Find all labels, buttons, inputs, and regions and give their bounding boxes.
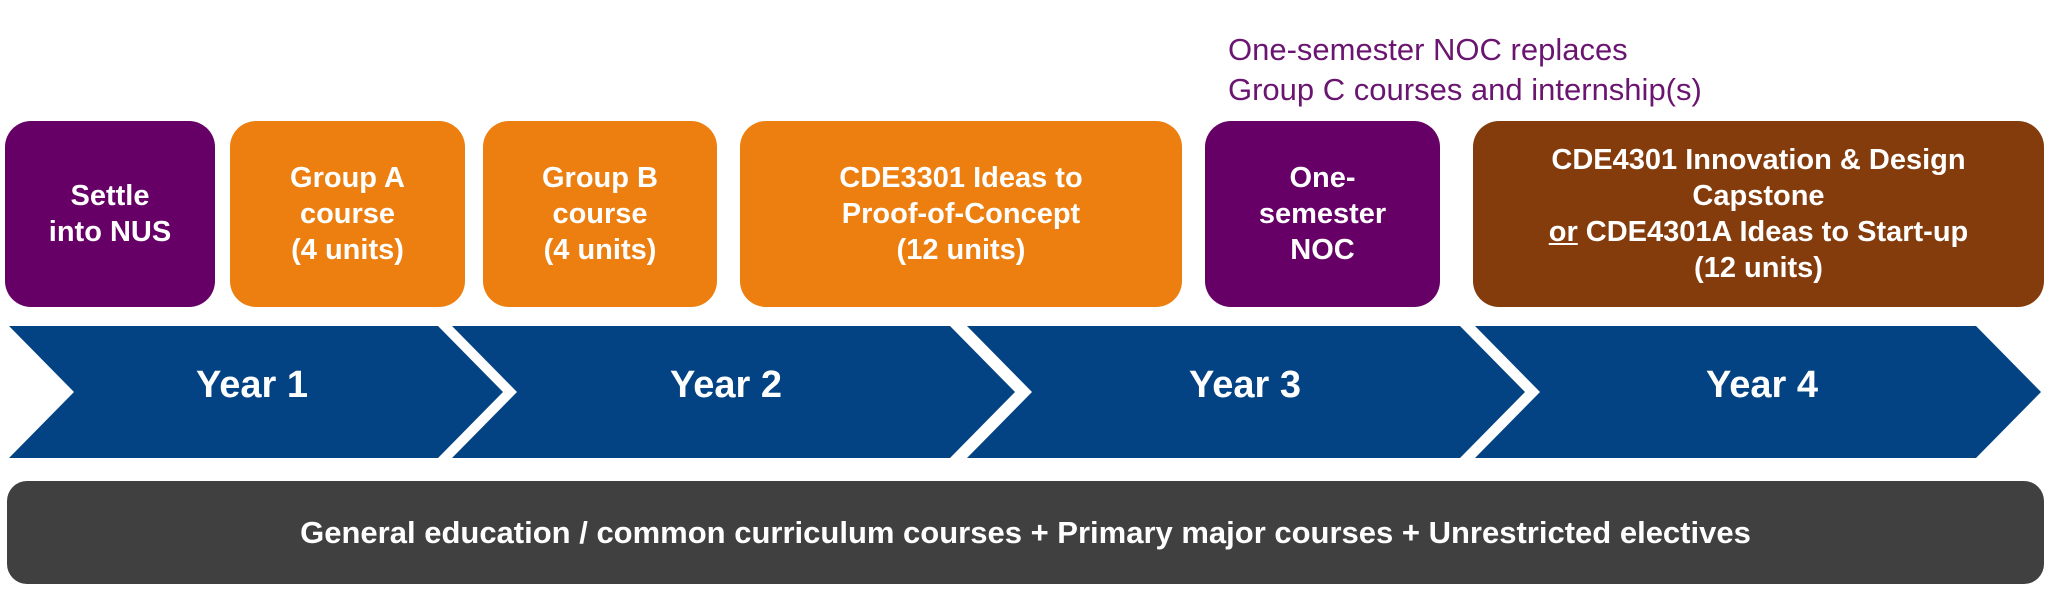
chevron-year-1 bbox=[9, 326, 503, 458]
box-group-a: Group A course (4 units) bbox=[230, 121, 465, 307]
noc-note-line1: One-semester NOC replaces bbox=[1228, 32, 1628, 67]
box-text: Proof-of-Concept bbox=[841, 198, 1081, 230]
common-curriculum-text: General education / common curriculum co… bbox=[300, 514, 1751, 550]
box-cde3301: CDE3301 Ideas to Proof-of-Concept (12 un… bbox=[740, 121, 1182, 307]
chevron-year-3 bbox=[967, 326, 1525, 458]
box-text: NOC bbox=[1290, 234, 1355, 266]
box-text: CDE4301 Innovation & Design bbox=[1551, 144, 1966, 176]
box-text: course bbox=[299, 198, 396, 230]
chevron-year-4 bbox=[1475, 326, 2041, 458]
box-text: (4 units) bbox=[291, 234, 404, 266]
box-cde4301: CDE4301 Innovation & Design Capstone or … bbox=[1473, 121, 2044, 307]
box-text: One- bbox=[1289, 162, 1356, 194]
box-text: (12 units) bbox=[1694, 252, 1823, 284]
noc-note-line2: Group C courses and internship(s) bbox=[1228, 72, 1702, 107]
box-text: into NUS bbox=[48, 216, 172, 248]
year-4-label: Year 4 bbox=[1706, 364, 1818, 406]
box-text: (12 units) bbox=[896, 234, 1026, 266]
box-text: Capstone bbox=[1692, 180, 1825, 212]
box-settle-into-nus: Settle into NUS bbox=[5, 121, 215, 307]
box-group-b: Group B course (4 units) bbox=[483, 121, 717, 307]
box-text: CDE3301 Ideas to bbox=[839, 162, 1083, 194]
box-one-semester-noc: One- semester NOC bbox=[1205, 121, 1440, 307]
noc-note: One-semester NOC replaces Group C course… bbox=[1228, 30, 1702, 110]
box-text: Group A bbox=[290, 162, 405, 194]
box-text: Group B bbox=[542, 162, 658, 194]
or-text: or bbox=[1548, 216, 1578, 248]
year-1-label: Year 1 bbox=[196, 364, 308, 406]
box-text: Settle bbox=[70, 180, 150, 212]
box-alt-line: or CDE4301A Ideas to Start-up bbox=[1549, 214, 1969, 250]
year-2-label: Year 2 bbox=[670, 364, 782, 406]
alt-course-text: CDE4301A Ideas to Start-up bbox=[1585, 216, 1969, 248]
chevron-year-2 bbox=[452, 326, 1015, 458]
box-text: course bbox=[552, 198, 648, 230]
year-3-label: Year 3 bbox=[1189, 364, 1301, 406]
box-text: semester bbox=[1258, 198, 1387, 230]
box-text: (4 units) bbox=[543, 234, 657, 266]
common-curriculum-bar: General education / common curriculum co… bbox=[7, 481, 2044, 584]
